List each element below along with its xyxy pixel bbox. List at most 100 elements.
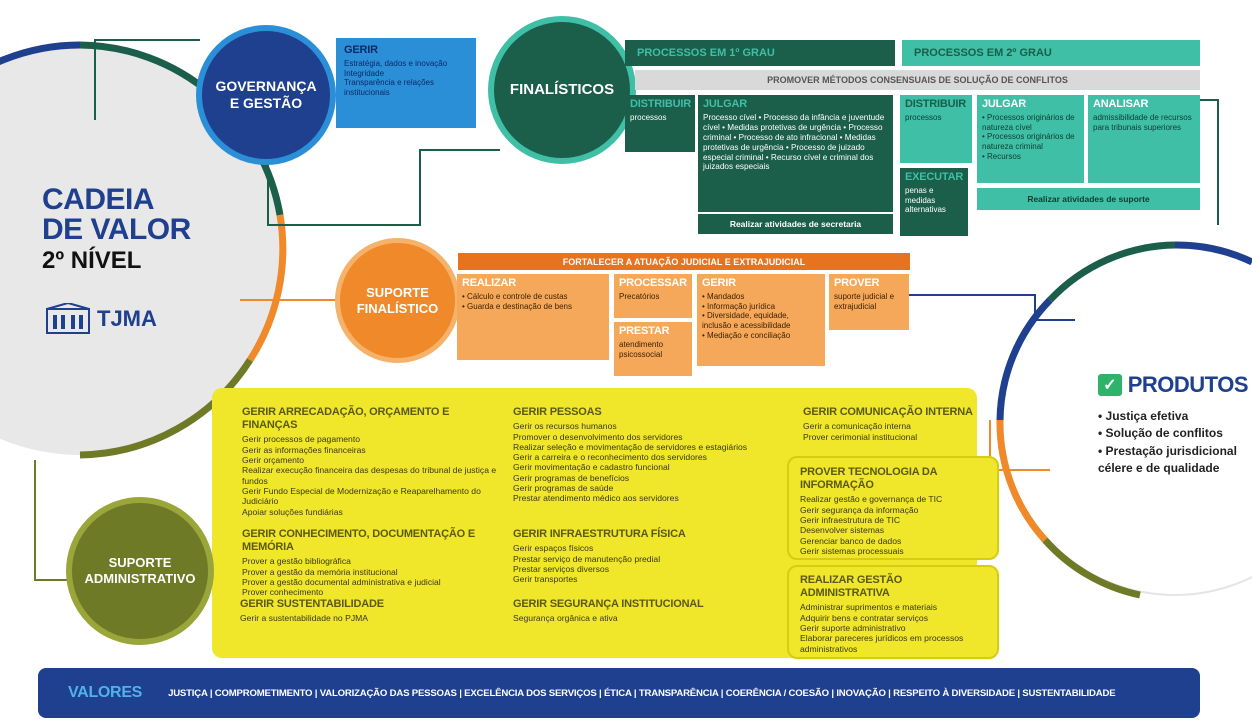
infra-item: Prestar serviço de manutenção predial — [513, 553, 661, 564]
realizar-title: REALIZAR — [462, 277, 517, 289]
title-line-1: CADEIA — [42, 183, 155, 216]
conhecimento-section: GERIR CONHECIMENTO, DOCUMENTAÇÃO E MEMÓR… — [242, 528, 507, 598]
infra-item: Gerir espaços físicos — [513, 543, 594, 554]
comunicacao-item: Gerir a comunicação interna — [803, 421, 911, 432]
gestao-item: Adquirir bens e contratar serviços — [800, 612, 929, 623]
comunicacao-title: GERIR COMUNICAÇÃO INTERNA — [803, 406, 973, 418]
infra-section: GERIR INFRAESTRUTURA FÍSICA Gerir espaço… — [513, 528, 763, 584]
produtos-item: • Solução de conflitos — [1098, 426, 1223, 441]
suporte-finalistico-line-2: FINALÍSTICO — [356, 300, 439, 316]
suporte-atividades-bar: Realizar atividades de suporte — [977, 188, 1200, 210]
valores-text: JUSTIÇA | COMPROMETIMENTO | VALORIZAÇÃO … — [168, 687, 1116, 699]
pessoas-item: Gerir programas de benefícios — [513, 472, 630, 483]
valores-label: VALORES — [68, 684, 143, 701]
pessoas-section: GERIR PESSOAS Gerir os recursos humanos … — [513, 406, 778, 504]
admin-panel-right-bottom — [787, 565, 999, 659]
title-line-3: 2º NÍVEL — [42, 247, 142, 274]
secretaria-label: Realizar atividades de secretaria — [729, 219, 862, 229]
tic-section: PROVER TECNOLOGIA DA INFORMAÇÃO Realizar… — [800, 466, 990, 556]
distribuir1-text: processos — [630, 113, 667, 123]
analisar-box: ANALISAR admissibilidade de recursos par… — [1088, 95, 1200, 183]
julgar2-title: JULGAR — [982, 98, 1027, 110]
infra-item: Gerir transportes — [513, 574, 578, 585]
sustentabilidade-section: GERIR SUSTENTABILIDADE Gerir a sustentab… — [240, 598, 500, 624]
pessoas-item: Gerir a carreira e o reconhecimento dos … — [513, 452, 707, 463]
analisar-title: ANALISAR — [1093, 98, 1149, 110]
realizar-item: • Cálculo e controle de custas — [462, 292, 568, 302]
conhecimento-item: Prover conhecimento — [242, 587, 324, 598]
suporte-administrativo-circle: SUPORTE ADMINISTRATIVO — [66, 497, 214, 645]
pessoas-item: Realizar seleção e movimentação de servi… — [513, 441, 748, 452]
governanca-circle: GOVERNANÇA E GESTÃO — [196, 25, 336, 165]
julgar2-item: • Processos originários de natureza crim… — [982, 132, 1075, 151]
title-block: CADEIA DE VALOR 2º NÍVEL — [42, 185, 191, 277]
suporte-administrativo-line-2: ADMINISTRATIVO — [84, 571, 196, 586]
finalisticos-circle: FINALÍSTICOS — [488, 16, 636, 164]
comunicacao-item: Prover cerimonial institucional — [803, 431, 918, 442]
produtos-item: • Justiça efetiva — [1098, 409, 1189, 423]
grau1-label: PROCESSOS EM 1º GRAU — [637, 47, 775, 59]
tic-item: Realizar gestão e governança de TIC — [800, 494, 943, 505]
suporte-finalistico-circle: SUPORTE FINALÍSTICO — [335, 238, 460, 363]
governanca-gerir-item: Transparência e relações institucionais — [344, 78, 434, 97]
gestao-title: REALIZAR GESTÃO ADMINISTRATIVA — [800, 574, 903, 600]
analisar-text: admissibilidade de recursos para tribuna… — [1093, 113, 1192, 132]
prover-sf-text: suporte judicial e extrajudicial — [834, 292, 895, 311]
valores-bar: VALORES JUSTIÇA | COMPROMETIMENTO | VALO… — [38, 668, 1200, 718]
produtos-item: • Prestação jurisdicional — [1098, 443, 1237, 458]
promover-label: PROMOVER MÉTODOS CONSENSUAIS DE SOLUÇÃO … — [767, 75, 1068, 85]
promover-bar: PROMOVER MÉTODOS CONSENSUAIS DE SOLUÇÃO … — [635, 70, 1200, 90]
checkmark-icon: ✓ — [1098, 374, 1122, 396]
arrecadacao-title: GERIR ARRECADAÇÃO, ORÇAMENTO E FINANÇAS — [242, 406, 450, 432]
prover-sf-title: PROVER — [834, 277, 880, 289]
sustentabilidade-item: Gerir a sustentabilidade no PJMA — [240, 613, 369, 624]
governanca-gerir-item: Estratégia, dados e inovação — [344, 59, 448, 69]
prestar-box: PRESTAR atendimento psicossocial — [614, 322, 692, 376]
infra-item: Prestar serviços diversos — [513, 563, 609, 574]
tjma-logo: TJMA — [45, 303, 157, 335]
arrecadacao-item: Gerir orçamento — [242, 455, 305, 465]
julgar2-box: JULGAR • Processos originários de nature… — [977, 95, 1084, 183]
pessoas-item: Prestar atendimento médico aos servidore… — [513, 493, 679, 504]
suporte-administrativo-line-1: SUPORTE — [108, 555, 172, 571]
grau2-label: PROCESSOS EM 2º GRAU — [914, 47, 1052, 59]
gerir-sf-item: • Diversidade, equidade, inclusão e aces… — [702, 311, 791, 330]
gerir-sf-item: • Informação jurídica — [702, 301, 776, 311]
admin-panel-right-top — [787, 456, 999, 560]
fortalecer-bar: FORTALECER A ATUAÇÃO JUDICIAL E EXTRAJUD… — [458, 253, 910, 270]
arrecadacao-item: Realizar execução financeira das despesa… — [242, 465, 497, 486]
governanca-line-1: GOVERNANÇA — [215, 78, 317, 95]
produtos-block: ✓ PRODUTOS • Justiça efetiva • Solução d… — [1098, 372, 1249, 478]
governanca-line-2: E GESTÃO — [229, 95, 303, 111]
prestar-title: PRESTAR — [619, 325, 670, 337]
produtos-item: célere e de qualidade — [1098, 461, 1220, 476]
arrecadacao-section: GERIR ARRECADAÇÃO, ORÇAMENTO E FINANÇAS … — [242, 406, 502, 517]
pessoas-item: Promover o desenvolvimento dos servidore… — [513, 431, 683, 442]
julgar1-text: Processo cível • Processo da infância e … — [703, 113, 885, 172]
realizar-box: REALIZAR • Cálculo e controle de custas … — [457, 274, 609, 360]
comunicacao-section: GERIR COMUNICAÇÃO INTERNA Gerir a comuni… — [803, 406, 973, 442]
executar-text: penas e medidas alternativas — [905, 186, 946, 215]
suporte-atividades-label: Realizar atividades de suporte — [1027, 194, 1150, 204]
courthouse-icon — [46, 303, 90, 334]
julgar2-item: • Recursos — [982, 151, 1021, 161]
arrecadacao-item: Gerir Fundo Especial de Modernização e R… — [242, 485, 481, 507]
grau2-header: PROCESSOS EM 2º GRAU — [902, 40, 1200, 66]
seguranca-section: GERIR SEGURANÇA INSTITUCIONAL Segurança … — [513, 598, 763, 624]
conhecimento-title: GERIR CONHECIMENTO, DOCUMENTAÇÃO E MEMÓR… — [242, 528, 475, 554]
seguranca-title: GERIR SEGURANÇA INSTITUCIONAL — [513, 598, 704, 610]
gestao-item: Gerir suporte administrativo — [800, 623, 906, 633]
distribuir2-title: DISTRIBUIR — [905, 98, 966, 110]
suporte-finalistico-line-1: SUPORTE — [366, 284, 429, 300]
processar-title: PROCESSAR — [619, 277, 687, 289]
distribuir2-text: processos — [905, 113, 942, 123]
finalisticos-label: FINALÍSTICOS — [509, 81, 615, 98]
prover-sf-box: PROVER suporte judicial e extrajudicial — [829, 274, 909, 330]
tic-title: PROVER TECNOLOGIA DA INFORMAÇÃO — [800, 466, 937, 492]
distribuir1-box: DISTRIBUIR processos — [625, 95, 695, 152]
seguranca-item: Segurança orgânica e ativa — [513, 613, 618, 624]
arrecadacao-item: Apoiar soluções fundiárias — [242, 506, 343, 517]
governanca-gerir-item: Integridade — [344, 68, 385, 78]
sustentabilidade-title: GERIR SUSTENTABILIDADE — [240, 598, 384, 610]
